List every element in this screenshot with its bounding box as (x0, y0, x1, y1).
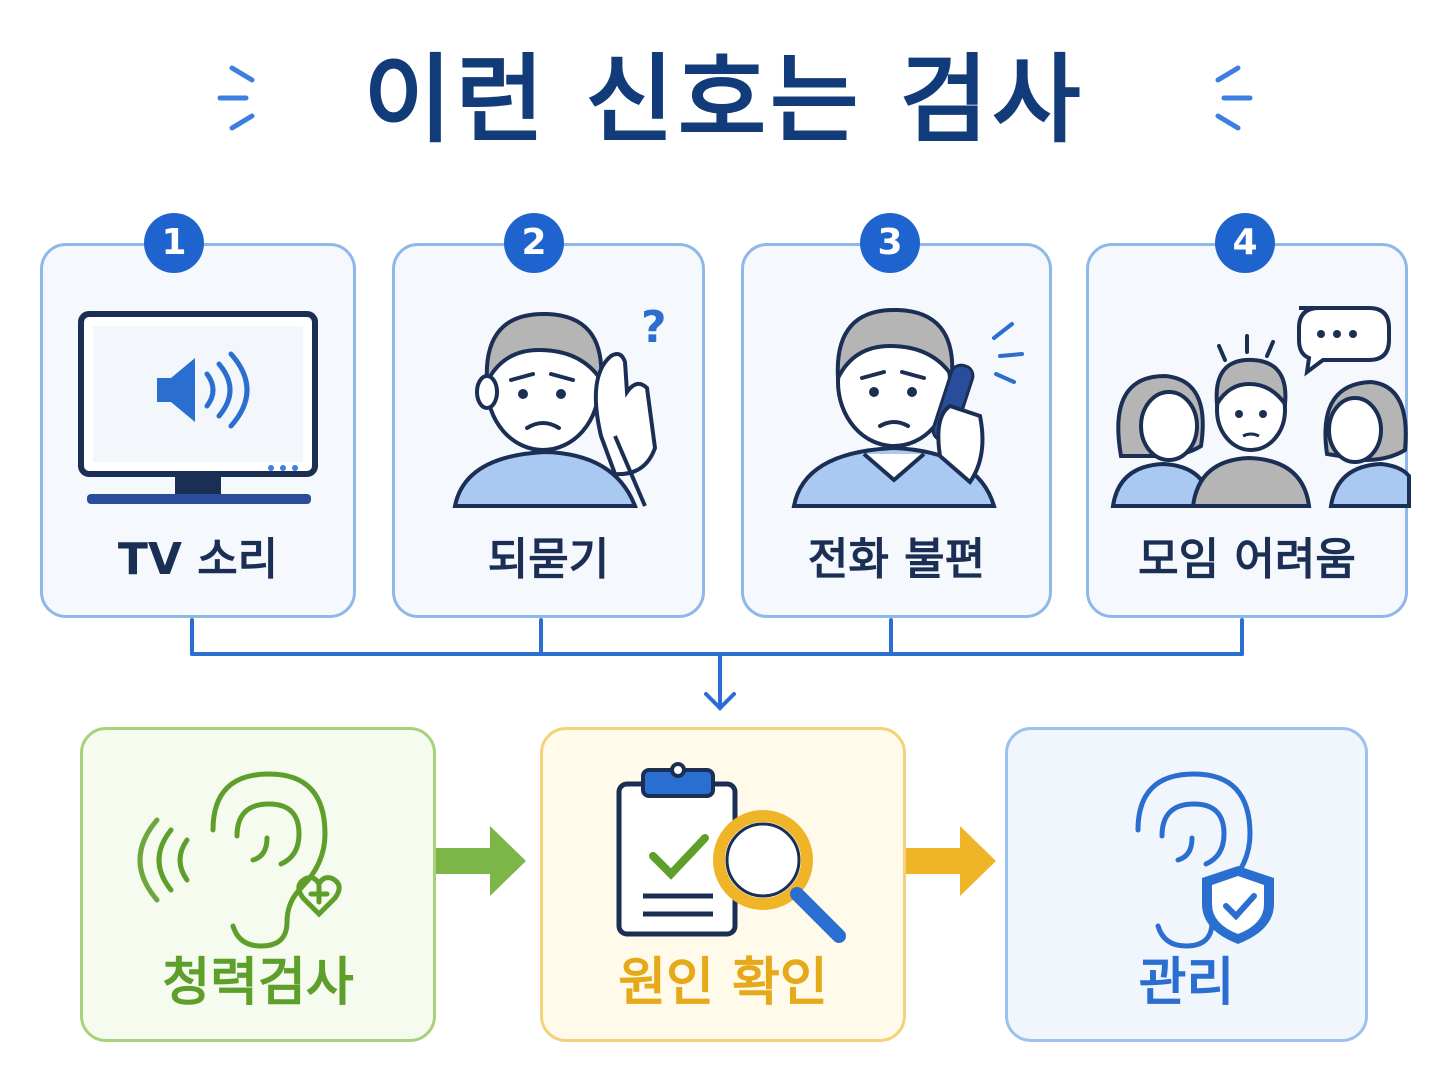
group-conversation-icon (1110, 306, 1411, 508)
page-title: 이런 신호는 검사 (363, 44, 1085, 156)
sign-number-badge: 2 (504, 213, 564, 273)
sign-number-badge: 3 (860, 213, 920, 273)
sign-card-asking-again: ? 되묻기 (392, 243, 705, 618)
sign-label: 모임 어려움 (1138, 534, 1356, 585)
step-card-cause-check: 원인 확인 (540, 727, 906, 1042)
step-label: 원인 확인 (618, 953, 828, 1013)
svg-text:?: ? (641, 302, 667, 353)
sign-card-phone: 전화 불편 (741, 243, 1052, 618)
sign-number-badge: 1 (144, 213, 204, 273)
tv-speaker-icon (78, 311, 318, 504)
sign-label: TV 소리 (117, 534, 279, 585)
sign-label: 되묻기 (487, 534, 610, 585)
person-on-phone-icon (791, 307, 1024, 508)
ear-sound-heart-icon (137, 771, 342, 949)
step-label: 관리 (1138, 953, 1235, 1013)
sparkle-left-icon (217, 65, 255, 131)
sign-card-gathering: 모임 어려움 (1086, 243, 1411, 618)
step-label: 청력검사 (162, 953, 354, 1013)
step-card-hearing-test: 청력검사 (80, 727, 436, 1042)
person-cupping-ear-icon: ? (452, 302, 667, 508)
arrow-right-icon (906, 826, 996, 896)
sign-label: 전화 불편 (807, 534, 986, 585)
sign-card-tv: TV 소리 (40, 243, 356, 618)
sparkle-right-icon (1215, 65, 1253, 131)
step-card-management: 관리 (1005, 727, 1368, 1042)
sign-number-badge: 4 (1215, 213, 1275, 273)
arrow-right-icon (436, 826, 526, 896)
clipboard-magnifier-icon (616, 762, 846, 943)
ear-shield-icon (1135, 771, 1274, 949)
